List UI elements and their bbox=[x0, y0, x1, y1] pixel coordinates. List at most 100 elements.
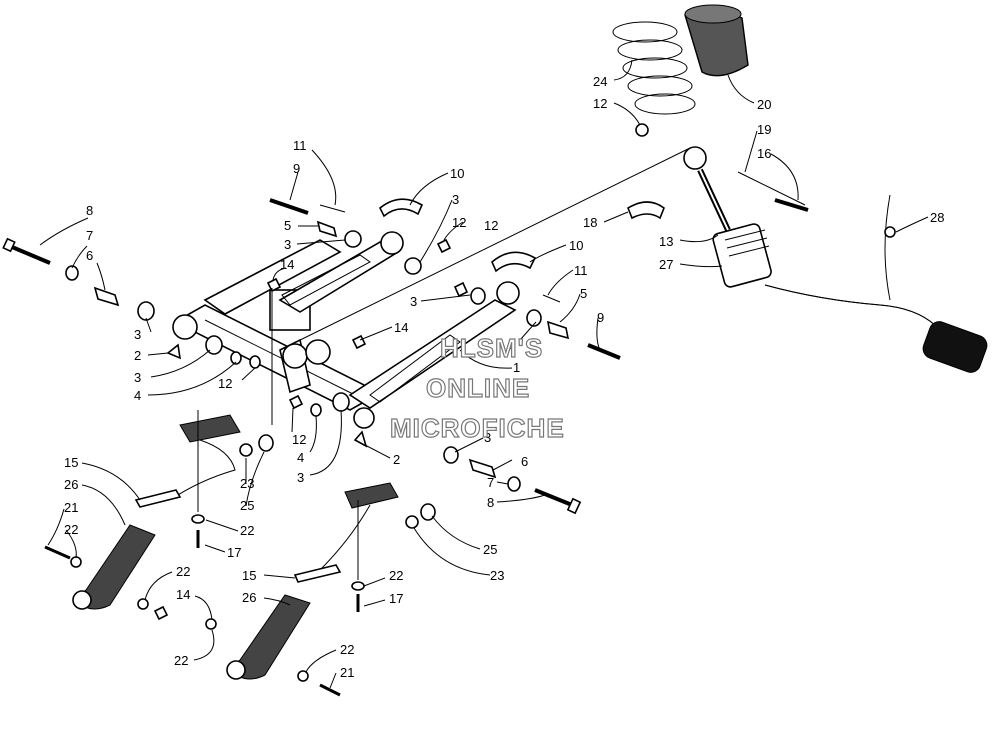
callout-7: 7 bbox=[487, 475, 494, 490]
bushing-6-right bbox=[468, 458, 497, 479]
callout-28: 28 bbox=[930, 210, 944, 225]
callout-3: 3 bbox=[134, 370, 141, 385]
bushing-3-right-b bbox=[526, 309, 542, 327]
callout-9: 9 bbox=[293, 161, 300, 176]
callout-3: 3 bbox=[410, 294, 417, 309]
bushing-3-upper bbox=[344, 230, 362, 248]
callout-4: 4 bbox=[297, 450, 304, 465]
callout-labels: 8 7 6 3 2 3 4 12 11 9 5 3 14 10 3 12 12 … bbox=[64, 74, 944, 680]
cotter-pin-2-right bbox=[353, 430, 368, 448]
bolt-21-right bbox=[319, 683, 341, 697]
callout-22: 22 bbox=[64, 522, 78, 537]
nut-12-right bbox=[453, 281, 469, 298]
bolt-9-right bbox=[587, 343, 621, 360]
footrest-left-lower-26 bbox=[72, 524, 156, 610]
callout-18: 18 bbox=[583, 215, 597, 230]
callout-6: 6 bbox=[86, 248, 93, 263]
bushing-3-left bbox=[137, 301, 155, 321]
callout-12: 12 bbox=[484, 218, 498, 233]
callout-12: 12 bbox=[593, 96, 607, 111]
callout-5: 5 bbox=[580, 286, 587, 301]
watermark: HLSM'S ONLINE MICROFICHE bbox=[389, 332, 565, 443]
callout-10: 10 bbox=[450, 166, 464, 181]
callout-21: 21 bbox=[64, 500, 78, 515]
washer-7-left bbox=[65, 265, 79, 281]
upper-right-arm bbox=[348, 281, 520, 409]
seat-18 bbox=[627, 201, 665, 220]
bolt-8-left bbox=[2, 237, 51, 265]
nut-14-center bbox=[351, 334, 367, 350]
nut-25-left bbox=[258, 434, 274, 452]
bumper-10-upper bbox=[378, 198, 424, 218]
callout-15: 15 bbox=[242, 568, 256, 583]
callout-19: 19 bbox=[757, 122, 771, 137]
bushing-6-left bbox=[93, 286, 120, 307]
callout-25: 25 bbox=[483, 542, 497, 557]
callout-5: 5 bbox=[284, 218, 291, 233]
nut-12-lower bbox=[288, 394, 304, 410]
bushing-5-right bbox=[546, 320, 570, 340]
callout-27: 27 bbox=[659, 257, 673, 272]
callout-22: 22 bbox=[340, 642, 354, 657]
nut-14-left-lower bbox=[153, 605, 169, 621]
shock-body-13 bbox=[683, 146, 772, 288]
washer-22-left-d bbox=[205, 618, 217, 630]
callout-26: 26 bbox=[242, 590, 256, 605]
callout-13: 13 bbox=[659, 234, 673, 249]
callout-11: 11 bbox=[574, 263, 588, 278]
callout-20: 20 bbox=[757, 97, 771, 112]
callout-2: 2 bbox=[393, 452, 400, 467]
nut-25-right bbox=[420, 503, 436, 521]
callout-23: 23 bbox=[490, 568, 504, 583]
nut-14-upper bbox=[266, 277, 282, 293]
bolt-21-left bbox=[44, 545, 71, 560]
washer-22-left-c bbox=[137, 598, 149, 610]
cotter-pin-2-left bbox=[166, 343, 182, 360]
bolt-15-left bbox=[134, 489, 182, 508]
callout-17: 17 bbox=[227, 545, 241, 560]
crossbar-frame bbox=[172, 239, 382, 429]
footrest-right-upper bbox=[319, 482, 399, 571]
callout-7: 7 bbox=[86, 228, 93, 243]
callout-3: 3 bbox=[284, 237, 291, 252]
callout-2: 2 bbox=[134, 348, 141, 363]
callout-8: 8 bbox=[86, 203, 93, 218]
callout-3: 3 bbox=[134, 327, 141, 342]
bushing-3-lower bbox=[332, 392, 350, 412]
washer-23-right bbox=[405, 515, 419, 529]
callout-6: 6 bbox=[521, 454, 528, 469]
nut-12-upper bbox=[436, 238, 452, 254]
callout-24: 24 bbox=[593, 74, 607, 89]
bolt-16 bbox=[774, 198, 809, 212]
callout-26: 26 bbox=[64, 477, 78, 492]
nut-12-shock bbox=[635, 123, 649, 137]
bushing-5-upper bbox=[316, 220, 338, 238]
bolt-8-right bbox=[534, 488, 582, 515]
callout-22: 22 bbox=[176, 564, 190, 579]
callout-12: 12 bbox=[292, 432, 306, 447]
callout-14: 14 bbox=[176, 587, 190, 602]
callout-25: 25 bbox=[240, 498, 254, 513]
callout-21: 21 bbox=[340, 665, 354, 680]
callout-11: 11 bbox=[293, 138, 307, 153]
callout-15: 15 bbox=[64, 455, 78, 470]
bushing-3-right-low bbox=[443, 446, 459, 464]
washer-23-left bbox=[239, 443, 253, 457]
nut-12-left bbox=[249, 355, 261, 369]
callout-3: 3 bbox=[508, 337, 515, 352]
watermark-line-3: MICROFICHE bbox=[390, 413, 565, 443]
callout-14: 14 bbox=[280, 257, 294, 272]
callout-10: 10 bbox=[569, 238, 583, 253]
callout-16: 16 bbox=[757, 146, 771, 161]
bushing-3-upper-b bbox=[404, 257, 422, 275]
callout-3: 3 bbox=[297, 470, 304, 485]
bumper-boot-20 bbox=[684, 4, 749, 77]
callout-8: 8 bbox=[487, 495, 494, 510]
bushing-3-right bbox=[470, 287, 486, 305]
upper-left-arm bbox=[278, 231, 404, 313]
spacer-4-lower bbox=[310, 403, 322, 417]
callout-22: 22 bbox=[240, 523, 254, 538]
spring-24 bbox=[612, 21, 696, 115]
